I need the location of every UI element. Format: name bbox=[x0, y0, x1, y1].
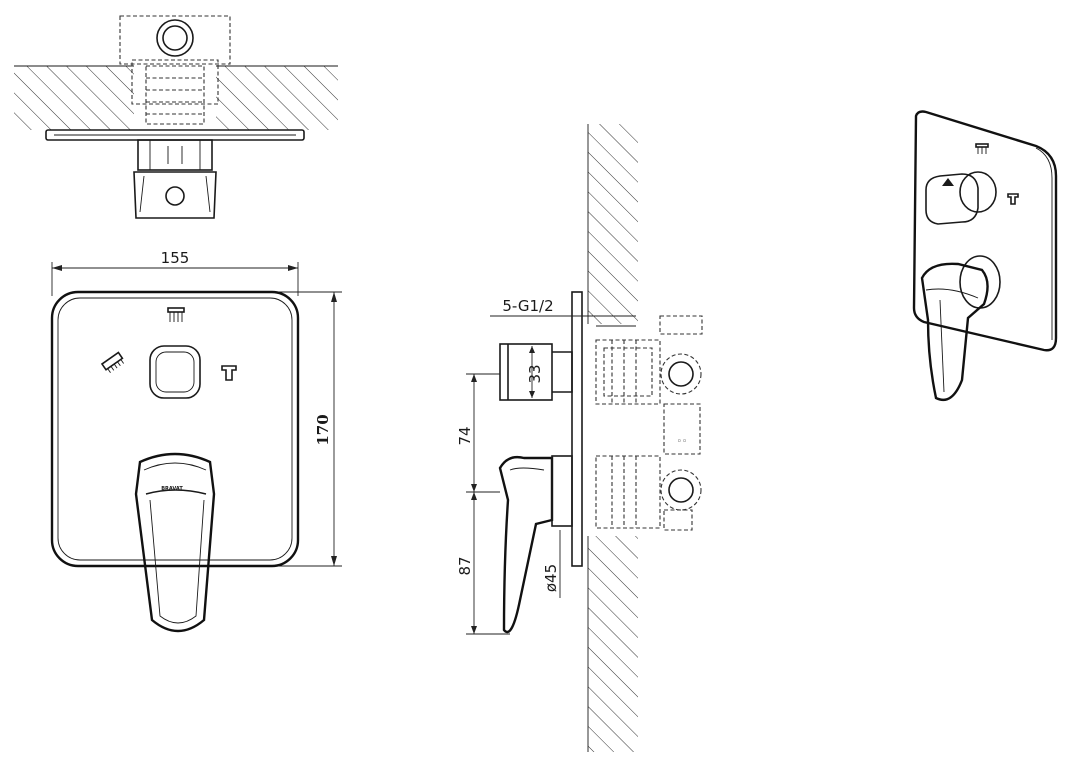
side-view: 5-G1/2 33 ◦◦ bbox=[456, 124, 703, 752]
diverter-knob bbox=[149, 345, 201, 399]
perspective-lever-handle bbox=[920, 255, 1001, 402]
top-body-core bbox=[145, 65, 205, 125]
top-view bbox=[14, 15, 338, 219]
thread-callout: 5-G1/2 bbox=[490, 297, 636, 327]
side-lever-handle bbox=[498, 455, 573, 634]
handle-diameter-dimension: ø45 bbox=[542, 530, 561, 598]
top-handle-stem bbox=[137, 139, 213, 171]
thread-label: 5-G1/2 bbox=[502, 297, 553, 315]
hand-shower-icon bbox=[100, 351, 124, 373]
inlet-height-label: 33 bbox=[526, 364, 544, 383]
top-port-outer bbox=[156, 19, 194, 57]
top-port-inner bbox=[162, 25, 188, 51]
front-cover-plate bbox=[50, 290, 300, 568]
width-dimension: 155 bbox=[51, 249, 299, 296]
top-body-lower bbox=[131, 59, 219, 105]
svg-text:◦◦: ◦◦ bbox=[677, 437, 688, 447]
handle-diameter-label: ø45 bbox=[542, 564, 560, 592]
side-wall bbox=[578, 124, 644, 752]
perspective-diverter-knob bbox=[925, 171, 997, 225]
lower-offset-label: 87 bbox=[456, 556, 474, 575]
perspective-shower-head-icon bbox=[975, 143, 989, 154]
top-handle bbox=[133, 171, 217, 219]
front-view: 155 170 bbox=[50, 249, 342, 633]
height-dimension: 170 bbox=[262, 291, 342, 567]
top-wall-left bbox=[14, 65, 134, 130]
side-cover-plate bbox=[571, 291, 583, 567]
perspective-bath-spout-icon bbox=[1007, 193, 1019, 205]
brand-mark: BRAVAT bbox=[161, 486, 183, 492]
shower-head-icon bbox=[167, 307, 185, 322]
width-label: 155 bbox=[161, 249, 190, 267]
perspective-view bbox=[912, 110, 1058, 402]
top-body-box bbox=[119, 15, 231, 65]
side-diverter-knob: 33 bbox=[499, 343, 573, 401]
bath-spout-icon bbox=[221, 365, 237, 381]
vertical-offset-dimensions: 74 87 bbox=[456, 373, 510, 635]
height-label: 170 bbox=[314, 414, 332, 445]
front-lever-handle: BRAVAT bbox=[134, 452, 216, 633]
top-handle-cap bbox=[165, 186, 185, 206]
top-wall-right bbox=[216, 65, 338, 130]
perspective-cover-plate bbox=[912, 110, 1058, 352]
side-valve-body: ◦◦ bbox=[595, 315, 703, 531]
upper-offset-label: 74 bbox=[456, 426, 474, 445]
